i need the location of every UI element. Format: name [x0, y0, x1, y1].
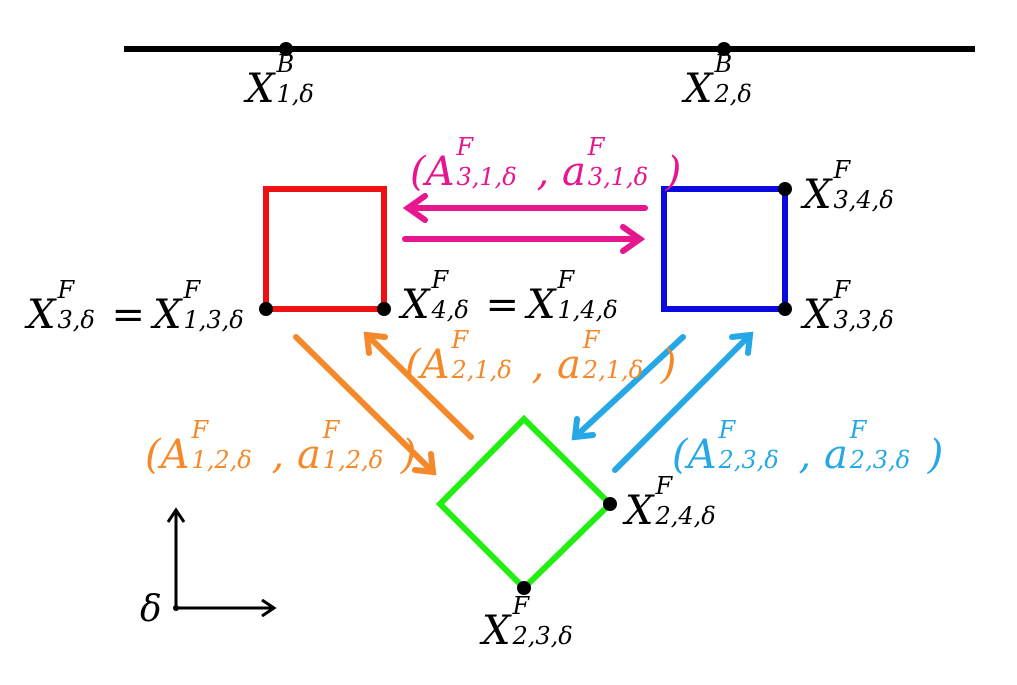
- cyan-arrow-up: [612, 331, 754, 473]
- point-x34: [778, 182, 792, 196]
- point-xb2: [717, 42, 731, 56]
- magenta-arrow-left: [402, 193, 648, 223]
- blue-square: [661, 186, 788, 312]
- axes-indicator: [166, 507, 277, 618]
- point-x33: [778, 302, 792, 316]
- point-x14: [377, 302, 391, 316]
- red-square: [263, 186, 387, 312]
- point-x23: [517, 581, 531, 595]
- green-diamond: [435, 414, 615, 593]
- point-x13: [259, 302, 273, 316]
- point-xb1: [279, 42, 293, 56]
- axes-origin: [173, 605, 179, 611]
- point-x24: [603, 497, 617, 511]
- cyan-arrow-down: [571, 334, 686, 441]
- orange-arrow-down: [293, 334, 437, 476]
- orange-arrow-up: [363, 331, 474, 440]
- label-delta: δ: [140, 589, 162, 630]
- magenta-arrow-right: [402, 224, 646, 254]
